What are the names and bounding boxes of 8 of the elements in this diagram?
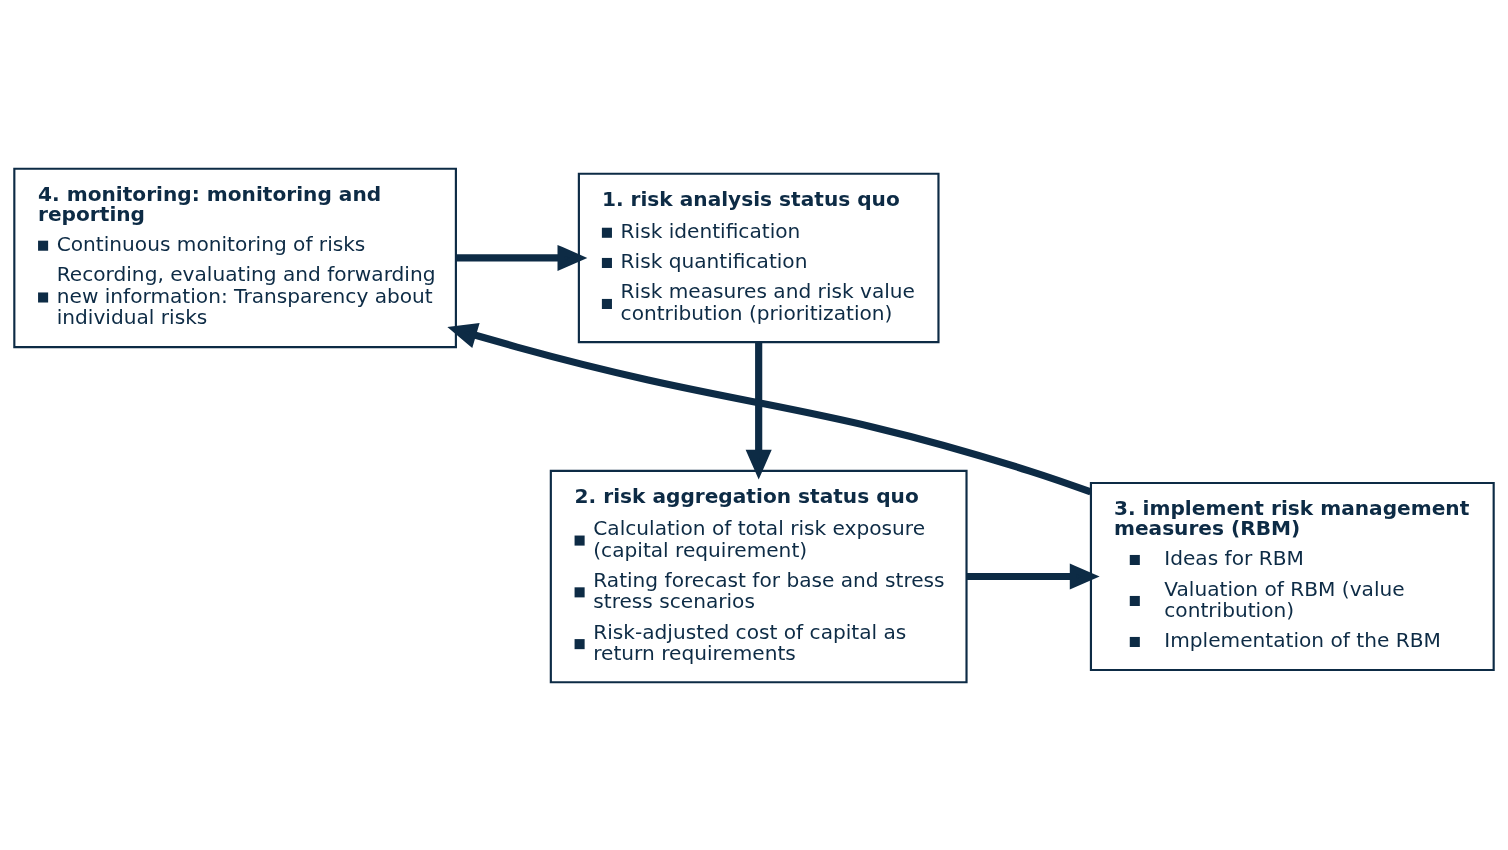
node-box: 1. risk analysis status quo Risk identification Risk quantification Risk measures and risk value contribution (prioritization) <box>577 172 940 343</box>
node-box: 2. risk aggregation status quo Calculation of total risk exposure (capital requirement) Rating forecast for base and stress stress scenarios Risk-adjusted cost of capital as return requirements <box>549 469 968 683</box>
node-box: 3. implement risk management measures (RBM) Ideas for RBM Valuation of RBM (value contribution) Implementation of the RBM <box>1089 481 1495 671</box>
node-box: 4. monitoring: monitoring and reporting Continuous monitoring of risks Recording, evaluating and forwarding new information: Transparency about individual risks <box>13 167 457 348</box>
arrow <box>966 563 1100 590</box>
arrow <box>456 244 588 271</box>
arrow <box>745 341 772 480</box>
arrow <box>447 322 1092 495</box>
